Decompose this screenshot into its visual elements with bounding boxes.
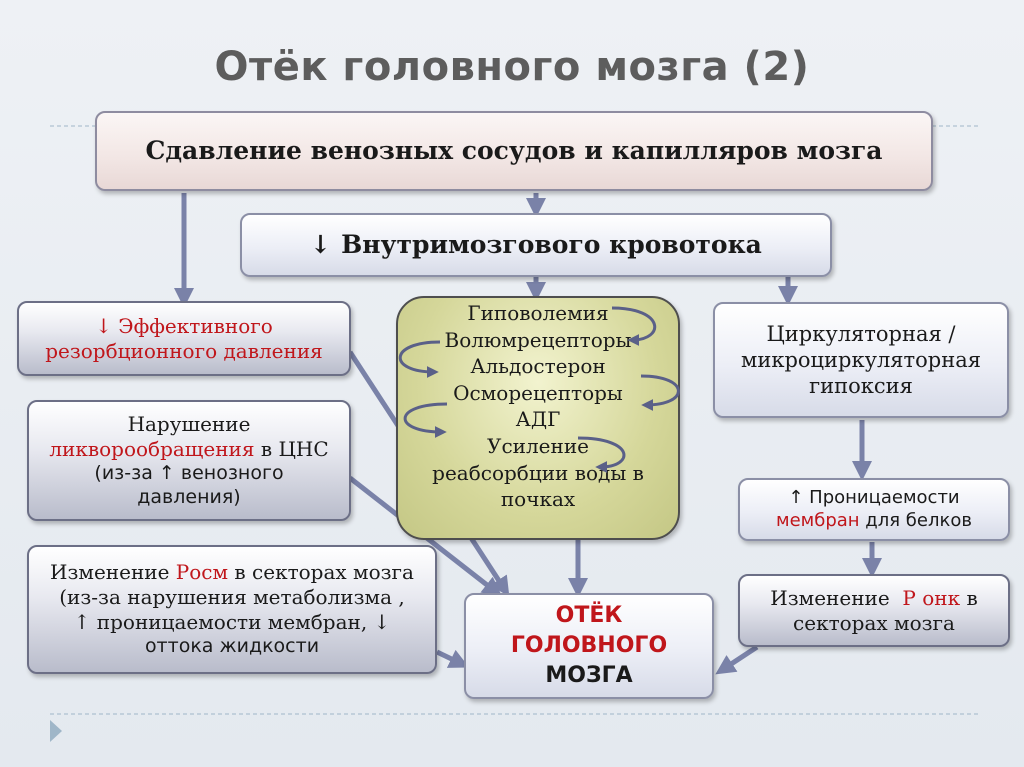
posm-line2: (из-за нарушения метаболизма , [59,585,405,610]
play-triangle-icon [50,720,62,742]
hypovolemia-item: Гиповолемия [467,301,609,325]
volume-receptors-item: Волюмрецепторы [444,327,632,352]
arrow-ponk-to-edema [715,644,759,675]
liquor-red-text: ликворообращения [49,436,255,461]
posm-box: Изменение Росм в секторах мозга (из-за н… [27,545,437,674]
compression-box: Сдавление венозных сосудов и капилляров … [95,111,933,191]
ponk-line2: секторах мозга [793,610,955,635]
aldosterone-item: Альдостерон [470,354,606,379]
adh-item: АДГ [515,407,561,432]
posm-line3: ↑ проницаемости мембран, ↓ [73,610,391,635]
permeability-line2-rest: для белков [859,509,972,531]
liquor-line4: давления) [137,485,241,508]
liquor-line3: (из-за ↑ венозного [94,461,284,484]
enhancement-item: Усиление [486,433,590,458]
edema-box: ОТЁК ГОЛОВНОГО МОЗГА [464,593,714,699]
permeability-box: ↑ Проницаемости мембран для белков [738,478,1010,541]
hypoxia-line3: гипоксия [809,374,913,399]
edema-line1: ОТЁК [555,603,623,629]
liquor-line2: ликворообращения в ЦНС [49,437,328,462]
ponk-red-text: Р онк [902,585,961,610]
blood-flow-box: ↓ Внутримозгового кровотока [240,213,832,277]
posm-line1-post: в секторах мозга [228,560,414,585]
hypoxia-line2: микроциркуляторная [740,347,982,372]
down-arrow-icon: ↓ [310,230,332,260]
blood-flow-text: Внутримозгового кровотока [341,230,762,260]
reabsorption-item: реабсорбции воды в [432,460,644,485]
ponk-box: Изменение Р онк в секторах мозга [738,574,1010,647]
permeability-line1: ↑ Проницаемости [788,487,960,508]
posm-red-text: Росм [175,560,229,585]
edema-line3: МОЗГА [545,662,633,688]
ponk-line1-pre: Изменение [770,585,903,610]
hypovolemia-box: Гиповолемия Волюмрецепторы Альдостерон О… [396,296,680,540]
edema-line2: ГОЛОВНОГО [510,633,668,659]
arrow-posm-to-edema [435,649,470,668]
liquor-line1: Нарушение [127,411,251,436]
osmoreceptors-item: Осморецепторы [453,380,623,405]
posm-line4: оттока жидкости [144,635,320,658]
page-title: Отёк головного мозга (2) [214,44,810,90]
effective-pressure-box: ↓ Эффективного резорбционного давления [17,301,351,376]
liquor-box: Нарушение ликворообращения в ЦНС (из-за … [27,400,351,521]
permeability-line2: мембран для белков [776,510,972,533]
liquor-line2-rest: в ЦНС [254,436,329,461]
compression-text: Сдавление венозных сосудов и капилляров … [145,136,883,166]
kidneys-item: почках [500,487,576,512]
posm-line1: Изменение Росм в секторах мозга [50,560,414,585]
effective-pressure-line2: резорбционного давления [45,338,323,363]
permeability-red-text: мембран [776,509,860,531]
hypoxia-box: Циркуляторная / микроциркуляторная гипок… [713,302,1009,418]
ponk-line1-post: в [960,585,978,610]
posm-line1-pre: Изменение [50,560,176,585]
ponk-line1: Изменение Р онк в [770,586,977,611]
effective-pressure-line1: ↓ Эффективного [95,313,273,338]
hypoxia-line1: Циркуляторная / [766,321,956,346]
